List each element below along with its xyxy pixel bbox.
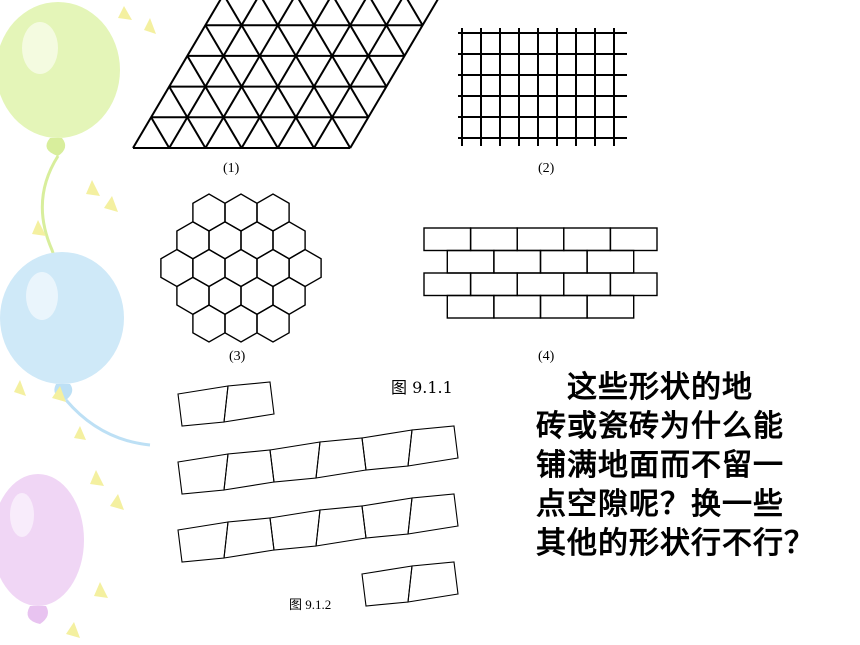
tile-edge xyxy=(370,0,406,57)
balloon-blue-icon xyxy=(0,252,151,447)
hexagon-tile xyxy=(192,193,226,232)
brick-tile xyxy=(586,294,635,319)
quadrilateral-tiling-figure xyxy=(177,381,459,607)
brick-tile xyxy=(539,294,588,319)
hexagon-tile xyxy=(160,248,194,288)
brick-tile xyxy=(446,294,495,319)
question-line: 点空隙呢？换一些 xyxy=(536,487,784,522)
hexagon-tile xyxy=(208,220,242,260)
brick-tile xyxy=(539,249,588,274)
tile-edge xyxy=(261,0,352,149)
hexagon-tile xyxy=(272,220,306,260)
tile-edge xyxy=(276,0,367,149)
hexagon-tile xyxy=(208,276,242,316)
question-line: 砖或瓷砖为什么能 xyxy=(536,409,784,444)
brick-tile xyxy=(586,249,635,274)
hexagon-tile xyxy=(224,248,258,288)
tile-edge xyxy=(349,0,439,149)
hexagon-tile xyxy=(256,193,290,232)
tile-edge xyxy=(297,0,370,118)
quadrilateral-tile xyxy=(361,497,413,539)
tile-edge xyxy=(204,0,294,149)
brick-tile xyxy=(609,227,658,252)
figure-4-label: (4) xyxy=(538,349,555,364)
confetti-icon xyxy=(14,6,156,638)
brick-tile xyxy=(469,272,518,297)
tile-edge xyxy=(313,0,403,149)
brick-tile xyxy=(563,272,612,297)
tile-edge xyxy=(334,0,388,88)
brick-tile xyxy=(493,294,542,319)
brick-tile xyxy=(493,249,542,274)
brick-tile xyxy=(423,272,472,297)
brick-tiling-figure xyxy=(423,227,658,319)
tile-edge xyxy=(168,86,207,149)
figure-caption-9-1-1: 图 9.1.1 xyxy=(391,378,453,397)
brick-tile xyxy=(516,272,565,297)
quadrilateral-tile xyxy=(177,453,229,495)
question-line: 这些形状的地 xyxy=(536,370,753,405)
quadrilateral-tile xyxy=(407,425,459,467)
quadrilateral-tile xyxy=(407,493,459,535)
brick-tile xyxy=(563,227,612,252)
hexagon-tile xyxy=(240,276,274,316)
brick-tile xyxy=(469,227,518,252)
hexagon-tile xyxy=(192,304,226,343)
triangle-tiling-figure xyxy=(132,0,439,149)
hexagon-tile xyxy=(288,248,322,288)
hexagon-tile xyxy=(240,220,274,260)
tile-edge xyxy=(150,116,171,149)
hexagon-tile xyxy=(224,193,258,232)
quadrilateral-tile xyxy=(223,517,275,559)
brick-tile xyxy=(609,272,658,297)
hexagon-tile xyxy=(272,276,306,316)
quadrilateral-tile xyxy=(315,437,367,479)
balloon-green-icon xyxy=(0,2,120,361)
figure-1-label: (1) xyxy=(223,161,240,176)
brick-tile xyxy=(516,227,565,252)
hexagon-tile xyxy=(176,276,210,316)
quadrilateral-tile xyxy=(177,521,229,563)
hexagon-tile xyxy=(192,248,226,288)
hexagon-tiling-figure xyxy=(160,193,322,343)
tile-edge xyxy=(168,0,258,149)
quadrilateral-tile xyxy=(361,429,413,471)
question-line: 铺满地面而不留一 xyxy=(536,448,784,483)
figure-3-label: (3) xyxy=(229,349,246,364)
tile-edge xyxy=(186,55,243,149)
figure-caption-9-1-2: 图 9.1.2 xyxy=(289,597,332,612)
hexagon-tile xyxy=(224,304,258,343)
question-line: 其他的形状行不行？ xyxy=(536,526,815,561)
quadrilateral-tile xyxy=(407,561,459,603)
square-grid-figure xyxy=(458,28,627,146)
tile-edge xyxy=(240,0,331,149)
tile-edge xyxy=(225,0,315,149)
brick-tile xyxy=(446,249,495,274)
hexagon-tile xyxy=(256,304,290,343)
quadrilateral-tile xyxy=(361,565,413,607)
hexagon-tile xyxy=(256,248,290,288)
tile-edge xyxy=(204,24,279,149)
figure-2-label: (2) xyxy=(538,161,555,176)
tile-edge xyxy=(132,0,222,149)
quadrilateral-tile xyxy=(223,449,275,491)
hexagon-tile xyxy=(176,220,210,260)
quadrilateral-tile xyxy=(223,381,275,423)
quadrilateral-tile xyxy=(315,505,367,547)
tile-edge xyxy=(406,0,424,26)
question-text: 这些形状的地 砖或瓷砖为什么能 铺满地面而不留一 点空隙呢？换一些 其他的形状行… xyxy=(536,368,836,563)
quadrilateral-tile xyxy=(177,385,229,427)
quadrilateral-tile xyxy=(269,509,321,551)
brick-tile xyxy=(423,227,472,252)
balloon-purple-icon xyxy=(0,474,84,624)
quadrilateral-tile xyxy=(269,441,321,483)
